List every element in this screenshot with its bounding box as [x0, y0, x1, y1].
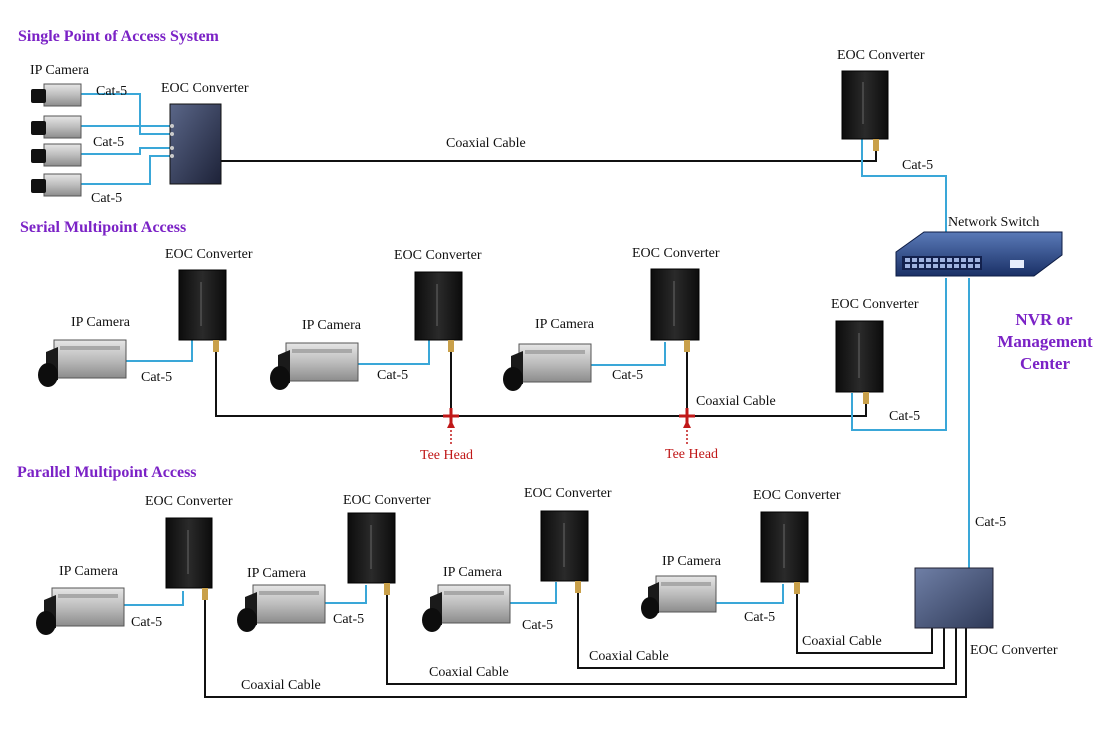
ip-camera-label: IP Camera — [71, 315, 131, 330]
ip-camera-icon — [31, 173, 82, 197]
cat5-line — [81, 125, 170, 135]
coaxial-cable-label: Coaxial Cable — [589, 649, 669, 664]
ip-camera-icon — [270, 342, 359, 390]
ip-camera-icon — [31, 83, 82, 107]
ip-camera-icon — [503, 343, 592, 391]
section-title-parallel: Parallel Multipoint Access — [17, 464, 197, 481]
cat5-line — [126, 337, 193, 362]
ip-camera-icon — [237, 584, 326, 632]
coax-line — [204, 597, 967, 698]
cat5-line — [716, 584, 784, 604]
network-switch-icon — [895, 231, 1063, 277]
coax-line — [577, 586, 945, 669]
ip-camera-label: IP Camera — [443, 565, 503, 580]
ip-camera-icon — [422, 584, 511, 632]
coax-line — [386, 591, 957, 685]
cat5-label: Cat-5 — [377, 368, 408, 383]
cables — [81, 93, 970, 698]
labels: Single Point of Access System Serial Mul… — [17, 28, 1093, 693]
ip-camera-icon — [31, 115, 82, 139]
nvr-label-line3: Center — [1020, 354, 1070, 373]
nvr-label-line2: Management — [997, 332, 1093, 351]
eoc-converter-label: EOC Converter — [753, 488, 841, 503]
section-title-serial: Serial Multipoint Access — [20, 219, 186, 236]
ip-camera-label: IP Camera — [59, 564, 119, 579]
eoc-converter-icon — [165, 517, 213, 600]
eoc-converter-label: EOC Converter — [145, 494, 233, 509]
ip-camera-label: IP Camera — [30, 63, 90, 78]
eoc-converter-icon — [347, 512, 396, 595]
cat5-label: Cat-5 — [96, 84, 127, 99]
cat5-label: Cat-5 — [889, 409, 920, 424]
ip-camera-icon — [31, 143, 82, 167]
cat5-label: Cat-5 — [902, 158, 933, 173]
cat5-line — [81, 147, 170, 155]
eoc-converter-icon — [760, 511, 809, 594]
eoc-converter-label: EOC Converter — [837, 48, 925, 63]
coax-line — [215, 350, 867, 417]
eoc-converter-icon — [835, 320, 884, 404]
ip-camera-icon — [641, 575, 717, 619]
ip-camera-icon — [36, 587, 125, 635]
tee-head-label: Tee Head — [420, 448, 473, 463]
eoc-converter-label: EOC Converter — [632, 246, 720, 261]
coaxial-cable-label: Coaxial Cable — [696, 394, 776, 409]
eoc-converter-label: EOC Converter — [343, 493, 431, 508]
ip-camera-label: IP Camera — [302, 318, 362, 333]
eoc-converter-icon — [414, 271, 463, 352]
eoc-converter-nvr-box — [914, 567, 994, 629]
cat5-line — [591, 342, 666, 366]
cat5-label: Cat-5 — [612, 368, 643, 383]
eoc-converter-label: EOC Converter — [524, 486, 612, 501]
tee-head-label: Tee Head — [665, 447, 718, 462]
ip-camera-label: IP Camera — [662, 554, 722, 569]
cat5-line — [861, 139, 947, 250]
eoc-converter-label: EOC Converter — [165, 247, 253, 262]
coaxial-cable-label: Coaxial Cable — [446, 136, 526, 151]
tee-head-marker — [679, 408, 695, 444]
tee-head-marker — [443, 408, 459, 444]
cat5-label: Cat-5 — [93, 135, 124, 150]
cat5-label: Cat-5 — [744, 610, 775, 625]
cat5-line — [358, 340, 430, 365]
eoc-converter-label: EOC Converter — [394, 248, 482, 263]
cat5-line — [81, 93, 170, 127]
coax-line — [796, 584, 933, 654]
cat5-label: Cat-5 — [975, 515, 1006, 530]
eoc-converter-label: EOC Converter — [831, 297, 919, 312]
coaxial-cable-label: Coaxial Cable — [429, 665, 509, 680]
cat5-line — [851, 278, 947, 431]
eoc-converter-box — [169, 103, 222, 185]
eoc-converter-icon — [841, 70, 889, 151]
cat5-line — [325, 585, 367, 604]
eoc-converter-icon — [650, 268, 700, 352]
eoc-converter-icon — [178, 269, 227, 352]
cat5-label: Cat-5 — [91, 191, 122, 206]
nvr-label-line1: NVR or — [1015, 310, 1073, 329]
cat5-label: Cat-5 — [141, 370, 172, 385]
ip-camera-label: IP Camera — [535, 317, 595, 332]
ip-camera-icon — [38, 339, 127, 387]
network-switch-label: Network Switch — [948, 215, 1039, 230]
coaxial-cable-label: Coaxial Cable — [802, 634, 882, 649]
eoc-converter-icon — [540, 510, 589, 593]
cat5-line — [124, 591, 184, 606]
cat5-label: Cat-5 — [333, 612, 364, 627]
ip-camera-label: IP Camera — [247, 566, 307, 581]
section-title-single: Single Point of Access System — [18, 28, 220, 45]
coaxial-cable-label: Coaxial Cable — [241, 678, 321, 693]
eoc-converter-label: EOC Converter — [161, 81, 249, 96]
cat5-line — [510, 582, 557, 604]
eoc-converter-label: EOC Converter — [970, 643, 1058, 658]
cat5-label: Cat-5 — [522, 618, 553, 633]
cat5-label: Cat-5 — [131, 615, 162, 630]
coax-line — [221, 151, 877, 162]
cat5-line — [81, 155, 170, 185]
